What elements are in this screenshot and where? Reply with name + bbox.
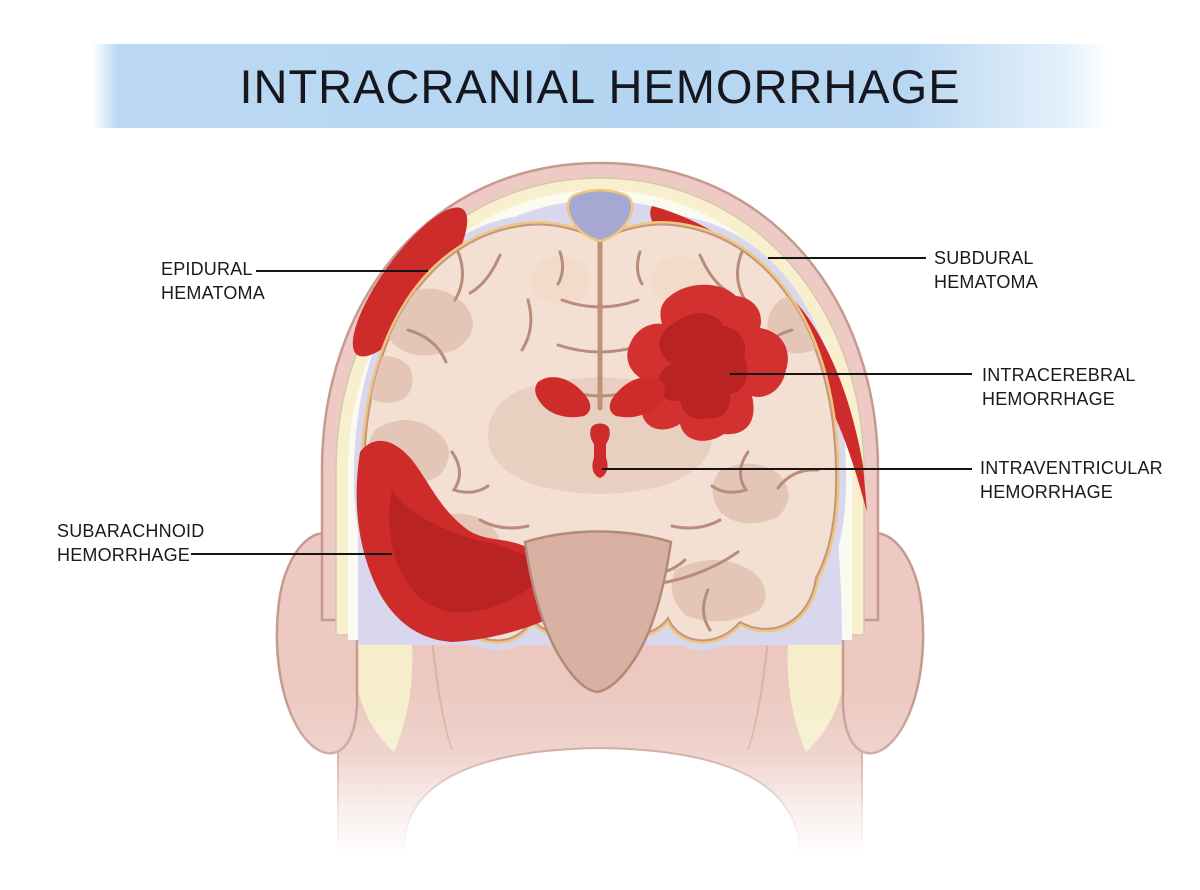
label-line: HEMORRHAGE xyxy=(57,545,191,565)
title-banner: INTRACRANIAL HEMORRHAGE xyxy=(92,44,1108,128)
label-subdural-hematoma: SUBDURAL HEMATOMA xyxy=(934,246,1038,294)
leader-line-epidural xyxy=(256,270,428,272)
brainstem xyxy=(523,530,673,694)
epidural-hematoma-shape xyxy=(352,207,468,357)
intracerebral-hemorrhage-core xyxy=(658,313,748,420)
label-line: EPIDURAL xyxy=(161,259,253,279)
label-subarachnoid-hemorrhage: SUBARACHNOID HEMORRHAGE xyxy=(57,519,204,567)
label-epidural-hematoma: EPIDURAL HEMATOMA xyxy=(161,257,265,305)
ventricles-blood xyxy=(535,377,665,478)
label-line: SUBDURAL xyxy=(934,248,1034,268)
sagittal-sinus xyxy=(566,189,634,243)
leader-line-subarachnoid xyxy=(191,553,392,555)
leader-line-intracerebral xyxy=(730,373,972,375)
label-line: INTRACEREBRAL xyxy=(982,365,1136,385)
label-line: HEMORRHAGE xyxy=(982,389,1116,409)
subarachnoid-hemorrhage-core xyxy=(389,490,548,613)
label-line: INTRAVENTRICULAR xyxy=(980,458,1163,478)
label-intraventricular-hemorrhage: INTRAVENTRICULAR HEMORRHAGE xyxy=(980,456,1163,504)
leader-line-subdural xyxy=(768,257,926,259)
label-line: HEMATOMA xyxy=(934,272,1038,292)
label-intracerebral-hemorrhage: INTRACEREBRAL HEMORRHAGE xyxy=(982,363,1136,411)
label-line: HEMATOMA xyxy=(161,283,265,303)
label-line: HEMORRHAGE xyxy=(980,482,1114,502)
page-title: INTRACRANIAL HEMORRHAGE xyxy=(239,60,961,113)
bottom-fade xyxy=(230,690,970,890)
label-line: SUBARACHNOID xyxy=(57,521,205,541)
leader-line-intraventricular xyxy=(602,468,972,470)
